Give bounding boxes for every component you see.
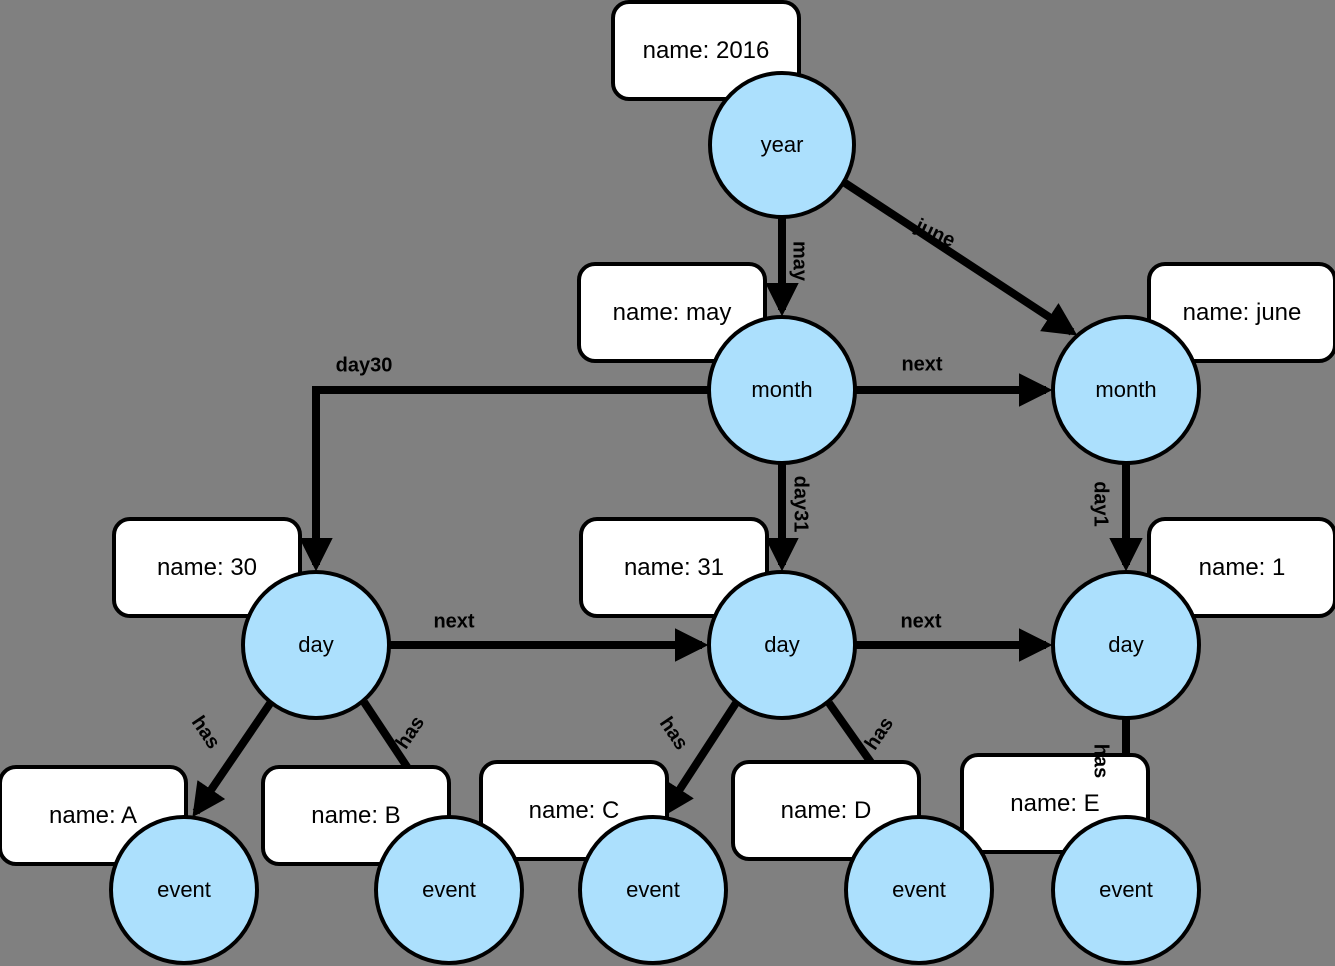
property-box[interactable]: name: june: [1147, 262, 1335, 363]
node-circle: [707, 315, 857, 465]
node-circle: [1051, 815, 1201, 965]
property-box-label: name: 1: [1199, 554, 1286, 581]
node-label: day: [1108, 632, 1143, 657]
node-circle: [109, 815, 259, 965]
node-circle: [844, 815, 994, 965]
edge-line: [842, 179, 1078, 336]
node-circle: [708, 71, 856, 219]
edge-label-edge-may: may: [789, 241, 811, 282]
node-circle: [578, 815, 728, 965]
property-box-shape: [1147, 517, 1335, 618]
graph-node-eventB[interactable]: event: [374, 815, 524, 965]
property-box-label: name: D: [781, 797, 872, 824]
node-label: month: [1095, 377, 1156, 402]
nodes-layer: year month month day day day event event event ev…: [109, 71, 1201, 965]
node-circle: [241, 570, 391, 720]
property-box-shape: [1147, 262, 1335, 363]
edge-edge-june: [842, 179, 1078, 336]
property-box-label: name: 30: [157, 554, 257, 581]
node-label: event: [1099, 877, 1153, 902]
property-boxes-layer: name: 2016 name: may name: june name: 30 nam…: [0, 0, 1335, 866]
edge-line: [661, 700, 740, 818]
node-label: event: [892, 877, 946, 902]
graph-node-eventA[interactable]: event: [109, 815, 259, 965]
node-label: month: [751, 377, 812, 402]
edge-edge-has-a: [192, 699, 275, 818]
graph-node-day30[interactable]: day: [241, 570, 391, 720]
graph-node-day31[interactable]: day: [707, 570, 857, 720]
edge-label-edge-day30: day30: [336, 354, 393, 376]
node-label: day: [298, 632, 333, 657]
property-box-label: name: 31: [624, 554, 724, 581]
property-box[interactable]: name: 1: [1147, 517, 1335, 618]
node-label: day: [764, 632, 799, 657]
node-label: event: [157, 877, 211, 902]
edge-label-edge-has-e: has: [1090, 744, 1112, 778]
node-label: year: [761, 132, 804, 157]
edge-label-edge-next-day-30-31: next: [433, 610, 474, 632]
edge-edge-has-c: [661, 700, 740, 818]
property-box-label: name: B: [311, 802, 400, 829]
edge-line: [299, 386, 709, 572]
node-circle: [707, 570, 857, 720]
property-box-shape: [579, 517, 769, 618]
node-circle: [374, 815, 524, 965]
property-box-label: name: A: [49, 802, 137, 829]
graph-node-day1[interactable]: day: [1051, 570, 1201, 720]
node-label: event: [422, 877, 476, 902]
edge-label-edge-next-month: next: [901, 353, 942, 375]
property-box-label: name: may: [613, 299, 732, 326]
property-box[interactable]: name: may: [577, 262, 767, 363]
property-box-label: name: C: [529, 797, 620, 824]
property-box-shape: [112, 517, 302, 618]
graph-node-monthJune[interactable]: month: [1051, 315, 1201, 465]
property-box-label: name: june: [1183, 299, 1302, 326]
property-box[interactable]: name: 31: [579, 517, 769, 618]
property-box-label: name: 2016: [643, 37, 770, 64]
graph-node-eventD[interactable]: event: [844, 815, 994, 965]
node-circle: [1051, 570, 1201, 720]
property-box[interactable]: name: 30: [112, 517, 302, 618]
edge-label-edge-next-day-31-1: next: [900, 610, 941, 632]
property-box-label: name: E: [1010, 790, 1099, 817]
property-box[interactable]: name: 2016: [611, 0, 801, 101]
graph-node-monthMay[interactable]: month: [707, 315, 857, 465]
node-label: event: [626, 877, 680, 902]
property-box-shape: [611, 0, 801, 101]
edge-label-edge-day31: day31: [790, 476, 812, 533]
edge-edge-day30: [299, 386, 709, 572]
edge-label-edge-day1: day1: [1090, 481, 1112, 527]
property-box-shape: [577, 262, 767, 363]
node-circle: [1051, 315, 1201, 465]
graph-node-eventE[interactable]: event: [1051, 815, 1201, 965]
graph-node-eventC[interactable]: event: [578, 815, 728, 965]
graph-node-year2016[interactable]: year: [708, 71, 856, 219]
edge-line: [192, 699, 275, 818]
